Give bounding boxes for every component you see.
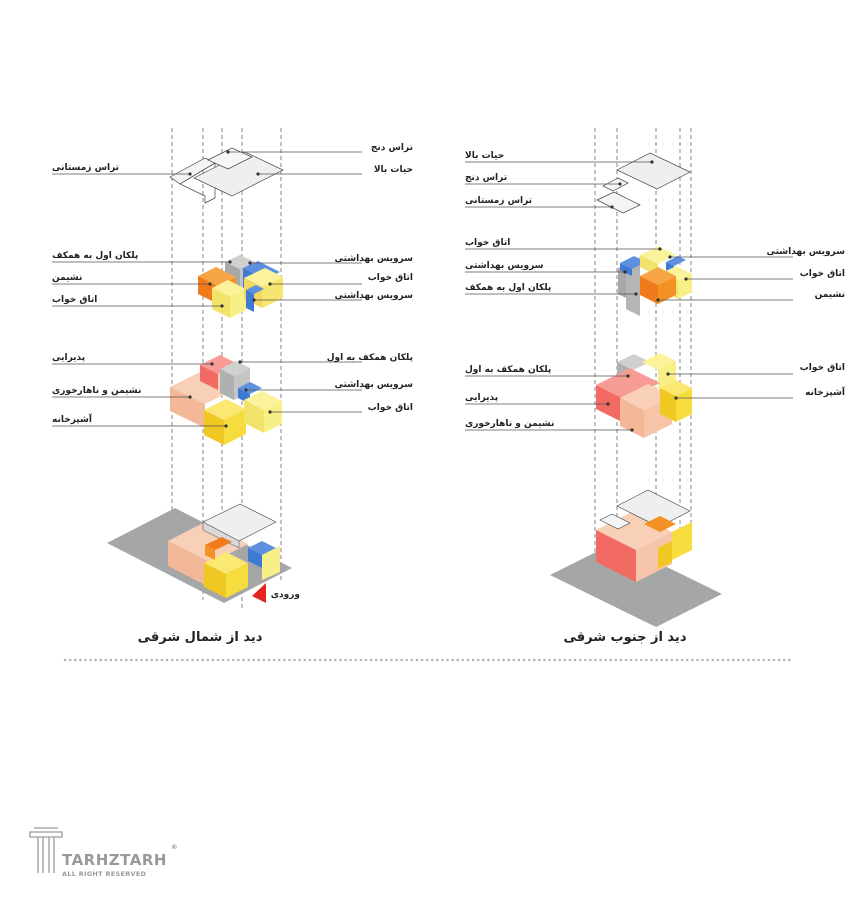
label-terrace-top: تراس دنج bbox=[465, 173, 507, 183]
tarhztarh-logo-icon bbox=[29, 827, 63, 873]
watermark-rights: ALL RIGHT RESERVED bbox=[62, 870, 147, 878]
left-view: تراس دنج حیات بالا تراس زمستانی پلکان او… bbox=[52, 128, 413, 645]
label-reception: پذیرایی bbox=[52, 353, 85, 363]
label-bedroom: اتاق خواب bbox=[368, 273, 413, 283]
right-floor1-blocks bbox=[596, 353, 692, 438]
label-kitchen: آشپزخانه bbox=[52, 413, 93, 425]
label-stair-ground-first: پلکان همکف به اول bbox=[327, 353, 413, 363]
label-wc: سرویس بهداشتی bbox=[334, 254, 413, 264]
label-kitchen: آشپزخانه bbox=[805, 386, 846, 398]
label-wc: سرویس بهداشتی bbox=[766, 247, 845, 257]
label-stair-ground-first: پلکان همکف به اول bbox=[465, 365, 551, 375]
watermark-logo: TARHZTARH ALL RIGHT RESERVED ® bbox=[29, 827, 178, 878]
left-floor2-blocks bbox=[198, 255, 283, 318]
label-upper-yard: حیات بالا bbox=[465, 151, 504, 161]
label-wc: سرویس بهداشتی bbox=[334, 291, 413, 301]
label-living: نشیمن bbox=[815, 290, 845, 300]
entrance-arrow-icon bbox=[252, 583, 266, 603]
right-view-caption: دید از جنوب شرقی bbox=[563, 630, 686, 645]
left-floor1-blocks bbox=[170, 355, 282, 445]
left-labels: تراس دنج حیات بالا تراس زمستانی پلکان او… bbox=[52, 143, 413, 645]
label-reception: پذیرایی bbox=[465, 393, 498, 403]
label-wc: سرویس بهداشتی bbox=[465, 261, 544, 271]
right-floor2-blocks bbox=[618, 246, 692, 316]
left-roof-plates bbox=[169, 147, 284, 204]
label-bedroom: اتاق خواب bbox=[465, 238, 510, 248]
label-bedroom: اتاق خواب bbox=[368, 403, 413, 413]
left-leader-lines bbox=[52, 151, 362, 427]
right-projection-lines bbox=[594, 128, 692, 575]
watermark-registered-mark: ® bbox=[171, 843, 178, 851]
label-bedroom: اتاق خواب bbox=[800, 269, 845, 279]
left-assembled-building bbox=[107, 503, 292, 603]
right-leader-dots bbox=[606, 160, 688, 432]
label-entrance: ورودی bbox=[271, 590, 300, 600]
right-labels: حیات بالا تراس دنج تراس زمستانی اتاق خوا… bbox=[465, 151, 846, 645]
left-leader-dots bbox=[188, 150, 272, 428]
label-terrace-top: تراس دنج bbox=[371, 143, 413, 153]
label-living-dining: نشیمن و ناهارخوری bbox=[52, 386, 141, 396]
label-upper-yard: حیات بالا bbox=[374, 165, 413, 175]
label-bedroom: اتاق خواب bbox=[800, 363, 845, 373]
right-view: حیات بالا تراس دنج تراس زمستانی اتاق خوا… bbox=[465, 128, 846, 645]
label-living-dining: نشیمن و ناهارخوری bbox=[465, 419, 554, 429]
right-leader-lines bbox=[465, 161, 793, 431]
right-assembled-building bbox=[550, 489, 722, 627]
label-bedroom: اتاق خواب bbox=[52, 295, 97, 305]
label-stair-first-roof: پلکان اول به همکف bbox=[465, 283, 551, 293]
label-winter-terrace: تراس زمستانی bbox=[465, 196, 532, 206]
label-stair-first-roof: پلکان اول به همکف bbox=[52, 251, 138, 261]
label-winter-terrace: تراس زمستانی bbox=[52, 163, 119, 173]
left-view-caption: دید از شمال شرقی bbox=[138, 630, 263, 645]
label-living: نشیمن bbox=[52, 273, 82, 283]
watermark-brand: TARHZTARH bbox=[62, 851, 167, 869]
label-wc: سرویس بهداشتی bbox=[334, 380, 413, 390]
